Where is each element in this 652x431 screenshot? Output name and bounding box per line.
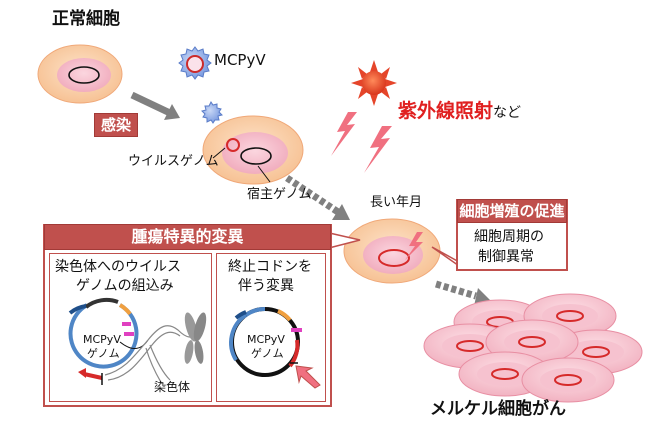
normal-cell: [37, 44, 123, 104]
merkel-cell-cluster: [423, 293, 643, 403]
normal-cell-label: 正常細胞: [52, 9, 120, 29]
sun-icon: [351, 60, 397, 106]
cluster-cell: [485, 319, 579, 365]
virus-label: MCPyV: [214, 51, 266, 69]
integration-line1: 染色体へのウイルス: [55, 259, 181, 275]
uv-label: 紫外線照射など: [398, 101, 521, 122]
inset2-genome-line1: MCPyV: [247, 333, 285, 346]
inset1-genome-line1: MCPyV: [83, 333, 121, 346]
infected-cell: [202, 115, 304, 185]
viral-genome-label: ウイルスゲノム: [128, 154, 219, 169]
cell-cycle-line2: 制御異常: [478, 249, 534, 265]
integration-line2: ゲノムの組込み: [76, 278, 174, 294]
long-years-label: 長い年月: [370, 195, 423, 210]
arrow-to-uv-cell: [285, 175, 350, 220]
uv-lightning-icon: [331, 112, 392, 173]
tumor-mutation-badge: 腫瘍特異的変異: [44, 224, 331, 250]
merkel-label: メルケル細胞がん: [430, 399, 566, 419]
inset1-genome-line2: ゲノム: [87, 347, 120, 360]
cell-cycle-line1: 細胞周期の: [474, 229, 544, 245]
inset2-genome-line2: ゲノム: [251, 347, 284, 360]
uv-cell: [343, 218, 441, 284]
stop-codon-line1: 終止コドンを: [228, 259, 312, 275]
uv-label-main: 紫外線照射: [398, 100, 494, 122]
chromosome-label: 染色体: [154, 380, 191, 394]
mcpyv-virus-icon: [178, 46, 212, 80]
cluster-cell: [521, 357, 615, 403]
host-genome-label: 宿主ゲノム: [247, 187, 312, 202]
uv-label-suffix: など: [493, 105, 522, 121]
infection-badge: 感染: [94, 113, 138, 137]
stop-codon-line2: 伴う変異: [238, 278, 294, 294]
small-virus-icon: [201, 101, 223, 124]
proliferation-badge: 細胞増殖の促進: [457, 199, 567, 223]
arrow-to-infected: [130, 91, 180, 120]
